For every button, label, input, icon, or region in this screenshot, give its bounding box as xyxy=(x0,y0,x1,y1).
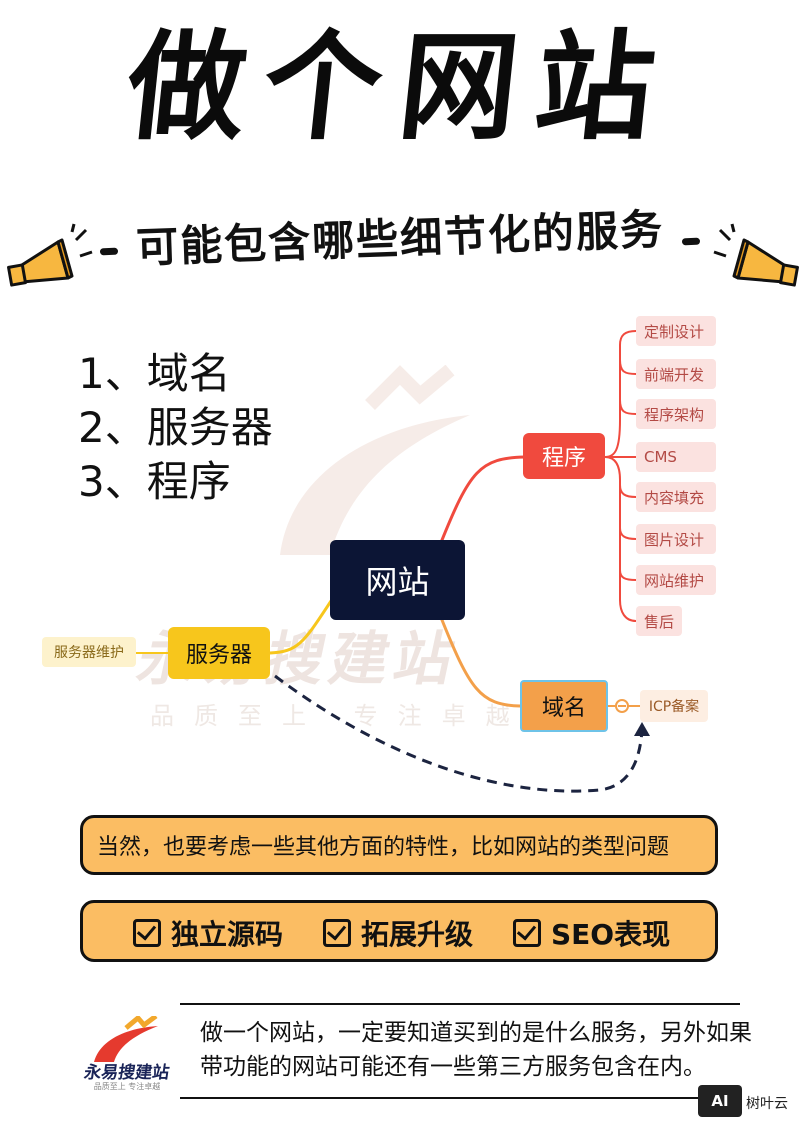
mindmap-server-leaf: 服务器维护 xyxy=(42,637,136,667)
features-banner: 独立源码 拓展升级 SEO表现 xyxy=(80,900,718,962)
list-item: 2、服务器 xyxy=(78,403,273,452)
mindmap-leaf: 前端开发 xyxy=(636,359,716,389)
mindmap-program-node: 程序 xyxy=(523,433,605,479)
feature-label: SEO表现 xyxy=(551,918,671,951)
footer-text: 做一个网站，一定要知道买到的是什么服务，另外如果带功能的网站可能还有一些第三方服… xyxy=(200,1020,752,1080)
ai-badge-icon: AI xyxy=(698,1085,742,1117)
mindmap-leaf: 图片设计 xyxy=(636,524,716,554)
mindmap-domain-node: 域名 xyxy=(520,680,608,732)
watermark-logo xyxy=(280,365,470,555)
mindmap-leaf: 售后 xyxy=(636,606,682,636)
badge-label: 树叶云 xyxy=(746,1096,788,1112)
list-item: 1、域名 xyxy=(78,349,231,398)
note-text: 当然，也要考虑一些其他方面的特性，比如网站的类型问题 xyxy=(97,835,670,860)
mindmap-leaf: 网站维护 xyxy=(636,565,716,595)
mindmap-leaf: 定制设计 xyxy=(636,316,716,346)
mindmap-leaf: CMS xyxy=(636,442,716,472)
list-item: 3、程序 xyxy=(78,457,231,506)
brand-slogan: 品质至上 专注卓越 xyxy=(93,1082,161,1091)
checkbox-icon xyxy=(323,919,351,947)
megaphone-left-icon xyxy=(7,223,93,287)
checkbox-icon xyxy=(133,919,161,947)
brand-name: 永易搜建站 xyxy=(82,1063,171,1083)
mindmap-leaf: 程序架构 xyxy=(636,399,716,429)
watermark-slogan: 品质至上 专注卓越 xyxy=(150,702,530,730)
mindmap-domain-leaf: ICP备案 xyxy=(640,690,708,722)
footer-divider-top xyxy=(180,1003,740,1005)
mindmap-server-node: 服务器 xyxy=(168,627,270,679)
brand-logo-icon xyxy=(94,1016,158,1062)
note-banner: 当然，也要考虑一些其他方面的特性，比如网站的类型问题 xyxy=(80,815,718,875)
feature-item: 独立源码 xyxy=(133,903,283,963)
feature-item: SEO表现 xyxy=(513,903,670,963)
mindmap-leaf: 内容填充 xyxy=(636,482,716,512)
footer-divider-bottom xyxy=(180,1097,700,1099)
megaphone-right-icon xyxy=(713,223,799,287)
feature-label: 独立源码 xyxy=(171,918,284,951)
mindmap-center-node: 网站 xyxy=(330,540,465,620)
checkbox-icon xyxy=(513,919,541,947)
feature-item: 拓展升级 xyxy=(323,903,473,963)
feature-label: 拓展升级 xyxy=(361,918,474,951)
